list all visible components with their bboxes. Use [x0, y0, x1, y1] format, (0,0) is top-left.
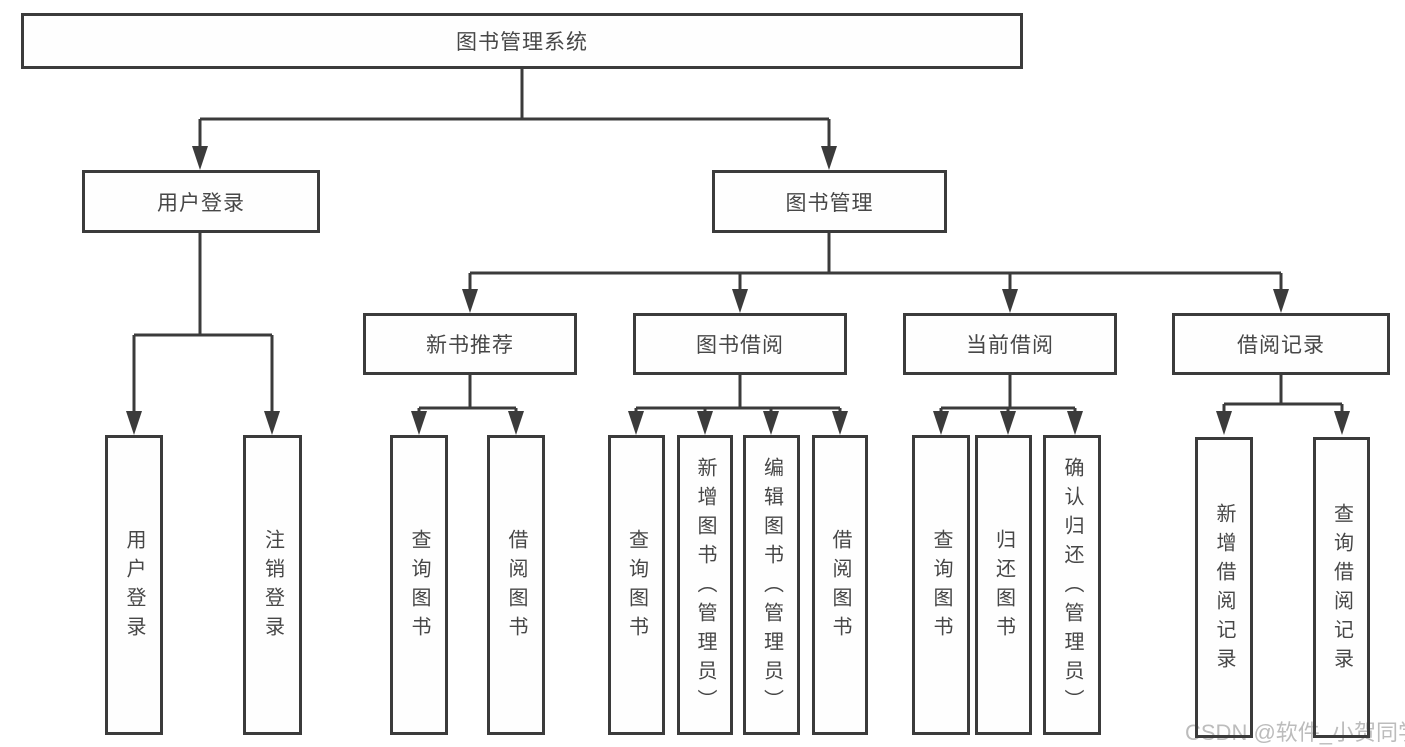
- leaf-query-books-current: 查询图书: [912, 435, 970, 735]
- leaf-query-books-borrowing: 查询图书: [608, 435, 665, 735]
- leaf-borrow-books-recommend: 借阅图书: [487, 435, 545, 735]
- leaf-user-login: 用户登录: [105, 435, 163, 735]
- leaf-logout: 注销登录: [243, 435, 302, 735]
- node-current-borrowing: 当前借阅: [903, 313, 1117, 375]
- arrowheads: [126, 146, 1350, 435]
- leaf-query-borrow-record: 查询借阅记录: [1313, 437, 1370, 738]
- node-book-borrowing: 图书借阅: [633, 313, 847, 375]
- node-borrowing-records: 借阅记录: [1172, 313, 1390, 375]
- csdn-watermark: CSDN @软件_小贺同学: [1185, 720, 1405, 745]
- leaf-query-books-recommend: 查询图书: [390, 435, 448, 735]
- leaf-add-borrow-record: 新增借阅记录: [1195, 437, 1253, 738]
- leaf-add-book-admin: 新增图书（管理员）: [677, 435, 733, 735]
- leaf-confirm-return-admin: 确认归还（管理员）: [1043, 435, 1101, 735]
- leaf-edit-book-admin: 编辑图书（管理员）: [743, 435, 800, 735]
- leaf-borrow-books-borrowing: 借阅图书: [812, 435, 868, 735]
- node-user-login: 用户登录: [82, 170, 320, 233]
- leaf-return-book: 归还图书: [975, 435, 1032, 735]
- node-book-management: 图书管理: [712, 170, 947, 233]
- node-library-management-system: 图书管理系统: [21, 13, 1023, 69]
- node-new-book-recommend: 新书推荐: [363, 313, 577, 375]
